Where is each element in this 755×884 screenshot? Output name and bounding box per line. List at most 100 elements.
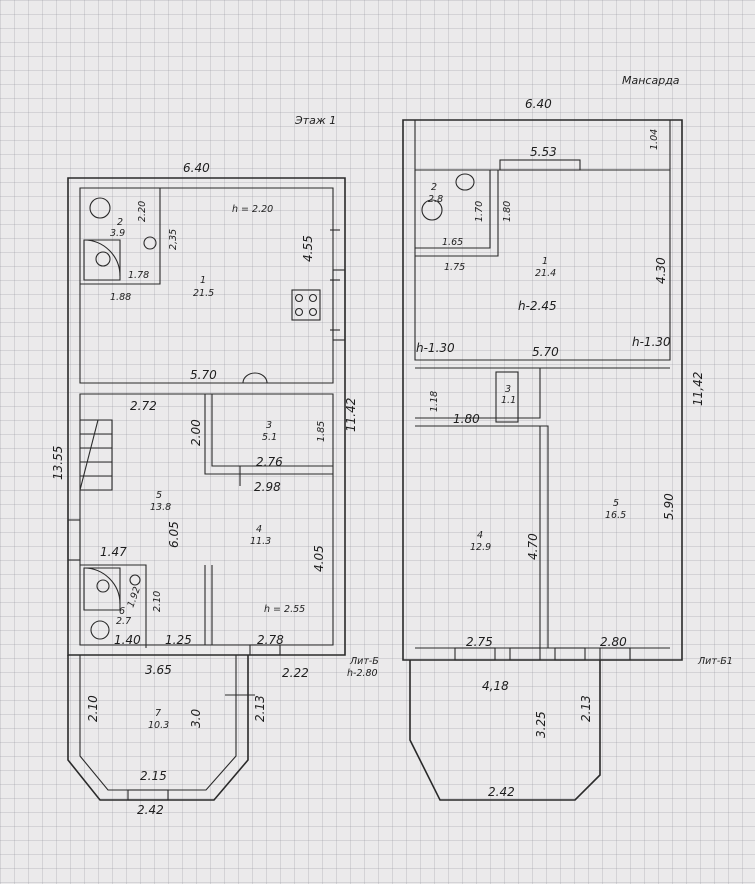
dim-label: 2.98 — [254, 480, 281, 494]
dim-label: 2,35 — [168, 229, 179, 250]
toilet-icon — [89, 197, 111, 219]
dim-label: 4.70 — [526, 533, 540, 560]
dim-label: 1.88 — [110, 292, 131, 303]
dim-label: 13.55 — [51, 446, 65, 480]
floor1-title: Этаж 1 — [294, 114, 336, 127]
room-area: 16.5 — [605, 510, 626, 521]
room-area: 3.9 — [110, 228, 125, 239]
floor2-plan — [402, 119, 683, 801]
wc-toilet-icon — [90, 620, 110, 640]
room-number: 1 — [200, 275, 206, 286]
room-area: 11.3 — [250, 536, 271, 547]
room-number: 7 — [155, 708, 161, 719]
floor2-labels: Мансарда 6.40 1.04 5.53 2 2.8 1.70 1.80 … — [416, 74, 733, 799]
shower-arc-icon — [83, 239, 121, 277]
dim-label: 11,42 — [691, 372, 705, 406]
room1-walls — [414, 170, 671, 361]
dim-label: 1.40 — [114, 633, 141, 647]
lit-label: Лит-Б1 — [697, 656, 733, 667]
room-number: 2 — [117, 217, 123, 228]
balcony-walls — [409, 660, 601, 801]
dim-label: 2.76 — [256, 455, 283, 469]
room-area: 13.8 — [150, 502, 171, 513]
window-kitchen-icon — [332, 269, 346, 341]
dim-label: 3.0 — [189, 709, 203, 728]
dim-label: 1.78 — [128, 270, 149, 281]
dim-label: 1.80 — [502, 201, 513, 222]
dim-label: 2.13 — [579, 695, 593, 722]
stove-icon — [291, 289, 321, 321]
shower-tray-icon — [83, 239, 121, 281]
floor2-outer-wall — [402, 119, 683, 661]
stairs-icon — [80, 419, 113, 491]
dim-label: 1.75 — [444, 262, 465, 273]
room-number: 4 — [256, 524, 262, 535]
floor2-title: Мансарда — [622, 74, 680, 87]
room-number: 5 — [613, 498, 619, 509]
room-number: 6 — [119, 606, 125, 617]
window-bottom-icon — [249, 644, 281, 656]
window-icon — [454, 647, 496, 661]
sink-icon — [143, 236, 157, 250]
room-number: 3 — [266, 420, 272, 431]
dim-label: 4.55 — [301, 235, 315, 262]
dim-label: 2.78 — [257, 633, 284, 647]
dim-label: 2.00 — [189, 419, 203, 446]
dim-label: 3.65 — [145, 663, 172, 677]
window-top-icon — [499, 159, 581, 171]
room-area: 2.8 — [428, 194, 443, 205]
room-number: 1 — [542, 256, 548, 267]
room-number: 3 — [505, 384, 511, 395]
bath2-walls — [80, 187, 161, 285]
window-hall-icon — [67, 519, 81, 561]
room-area: 5.1 — [262, 432, 277, 443]
lit-label: Лит-Б — [349, 656, 379, 667]
dim-label: 5.70 — [532, 345, 559, 359]
dim-label: 6.05 — [167, 521, 181, 548]
dim-label: 2.72 — [130, 399, 157, 413]
dim-label: 2.13 — [253, 695, 267, 722]
lower-block-walls — [79, 393, 334, 646]
room-number: 5 — [156, 490, 162, 501]
room-area: 12.9 — [470, 542, 491, 553]
sink-icon — [455, 173, 475, 191]
dim-label: 1.18 — [429, 391, 440, 412]
room-height-label: h-2.45 — [518, 299, 557, 313]
dim-label: 1.80 — [453, 412, 480, 426]
dim-label: 3.25 — [534, 711, 548, 738]
dim-label: 1.92 — [125, 585, 143, 609]
room-number: 2 — [431, 182, 437, 193]
dim-label: 2.42 — [488, 785, 515, 799]
room3-walls — [204, 394, 333, 475]
lit-height-label: h-2.80 — [347, 668, 378, 679]
room-number: 4 — [477, 530, 483, 541]
floor1-outer-wall — [67, 177, 346, 656]
dim-label: 2.20 — [137, 201, 148, 222]
dim-label: 11.42 — [344, 398, 358, 432]
room-area: 21.5 — [193, 288, 214, 299]
floor1-labels: Этаж 1 6.40 h = 2.20 4.55 1 21.5 2 3.9 2… — [51, 114, 379, 817]
dim-label: 1.47 — [100, 545, 127, 559]
dim-label: 4.30 — [654, 257, 668, 284]
dim-label: 2.80 — [600, 635, 627, 649]
room-area: 1.1 — [501, 395, 516, 406]
shower-drain-icon — [95, 251, 111, 267]
heater-icon — [242, 372, 268, 384]
dim-label: 1.70 — [474, 201, 485, 222]
dim-label: 5.53 — [530, 145, 557, 159]
height-label: h-1.30 — [416, 341, 455, 355]
wc6-walls — [80, 564, 147, 648]
room1-walls — [79, 187, 334, 384]
dim-label: 2.42 — [137, 803, 164, 817]
dim-label: 5.70 — [190, 368, 217, 382]
room-height-label: h = 2.55 — [264, 604, 305, 615]
closet-walls — [415, 368, 541, 419]
height-label: h-1.30 — [632, 335, 671, 349]
room-area: 10.3 — [148, 720, 169, 731]
toilet-icon — [421, 199, 443, 221]
dim-label: 2.22 — [282, 666, 309, 680]
wc-shower-icon — [83, 567, 121, 611]
wc-sink-icon — [129, 574, 141, 586]
dim-label: 2.15 — [140, 769, 167, 783]
